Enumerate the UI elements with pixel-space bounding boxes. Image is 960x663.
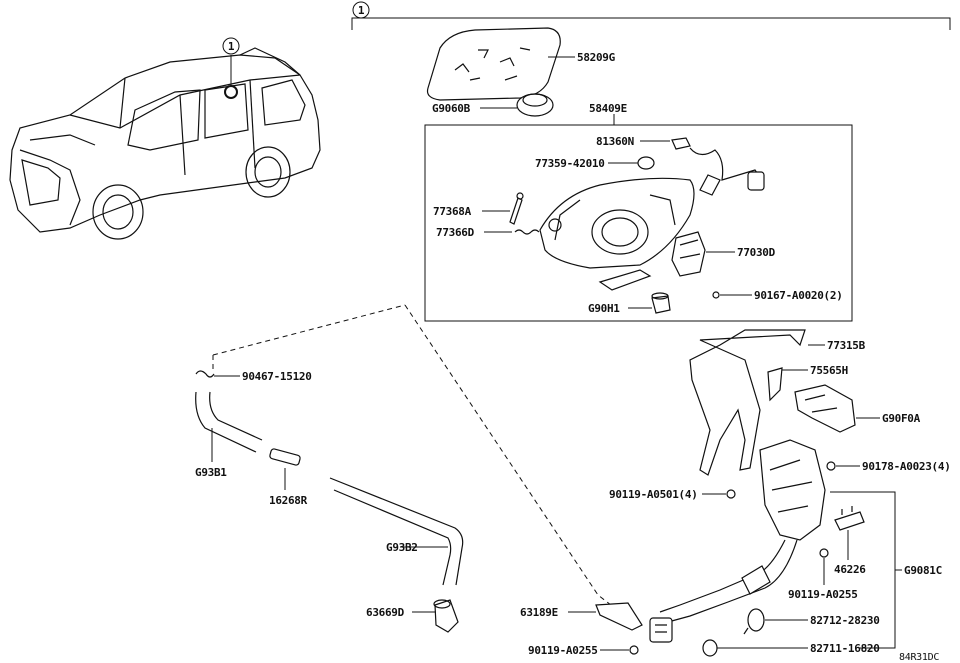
assembly-bracket: 1 [351, 1, 951, 30]
clip-46226 [834, 506, 865, 560]
fuel-inlet-box [424, 114, 853, 322]
clip-90467 [195, 370, 240, 378]
label-58209G: 58209G [577, 51, 616, 64]
nut-90178 [826, 461, 860, 471]
bolt-90119-a0255-upper [819, 548, 829, 585]
label-90119-a0255-upper: 90119-A0255 [788, 588, 858, 601]
label-G9060B: G9060B [432, 102, 471, 115]
label-90167: 90167-A0020(2) [754, 289, 843, 302]
clamp-82712 [743, 608, 808, 635]
hose-G93B1 [195, 391, 263, 462]
pin-77368A [482, 192, 524, 225]
filler-pipe-G9081C [659, 439, 902, 649]
label-G9081C: G9081C [904, 564, 942, 577]
label-77359: 77359-42010 [535, 157, 605, 170]
clamp-82711 [702, 639, 808, 657]
label-90178: 90178-A0023(4) [862, 460, 951, 473]
label-G90H1: G90H1 [588, 302, 620, 315]
label-77315B: 77315B [827, 339, 866, 352]
bolt-90119-a0255-lower [600, 645, 639, 655]
diagram-code: 84R31DC [899, 652, 939, 663]
screw-90167 [712, 291, 752, 299]
spring-77366D [484, 229, 540, 235]
fuel-lid-door [426, 27, 575, 101]
vehicle-illustration: 1 [9, 37, 321, 240]
label-G93B2: G93B2 [386, 541, 418, 554]
label-G90F0A: G90F0A [882, 412, 921, 425]
label-90119-a0255-lower: 90119-A0255 [528, 644, 598, 657]
label-G93B1: G93B1 [195, 466, 227, 479]
cover-G90F0A [794, 384, 880, 433]
label-90467: 90467-15120 [242, 370, 312, 383]
label-77030D: 77030D [737, 246, 776, 259]
label-16268R: 16268R [269, 494, 308, 507]
connection-dashed-line [212, 304, 621, 613]
label-75565H: 75565H [810, 364, 848, 377]
label-77366D: 77366D [436, 226, 475, 239]
label-63189E: 63189E [520, 606, 558, 619]
grommet-77359 [608, 156, 655, 170]
label-46226: 46226 [834, 563, 866, 576]
bracket-75565H [767, 367, 808, 402]
nozzle-63669D [412, 599, 459, 633]
label-82712: 82712-28230 [810, 614, 880, 627]
connector-81360N [640, 137, 765, 196]
label-81360N: 81360N [596, 135, 634, 148]
connector-plug [649, 617, 673, 643]
part-labels: 58209G G9060B 58409E 81360N 77359-42010 … [195, 51, 951, 663]
assembly-callout-number: 1 [358, 4, 365, 17]
plug-G90H1 [628, 292, 671, 314]
label-77368A: 77368A [433, 205, 472, 218]
actuator-77030D [671, 231, 735, 277]
label-63669D: 63669D [366, 606, 405, 619]
hose-G93B2 [329, 477, 464, 586]
bracket-77315B [689, 329, 825, 476]
label-58409E: 58409E [589, 102, 627, 115]
label-82711: 82711-16820 [810, 642, 880, 655]
fuel-inlet-housing [539, 177, 695, 291]
bolt-90119-a0501 [702, 489, 736, 499]
tube-16268R [269, 448, 301, 490]
label-90119-a0501: 90119-A0501(4) [609, 488, 698, 501]
vehicle-callout-number: 1 [228, 40, 235, 53]
bracket-63189E [568, 602, 643, 631]
fuel-cap-part [480, 93, 554, 117]
